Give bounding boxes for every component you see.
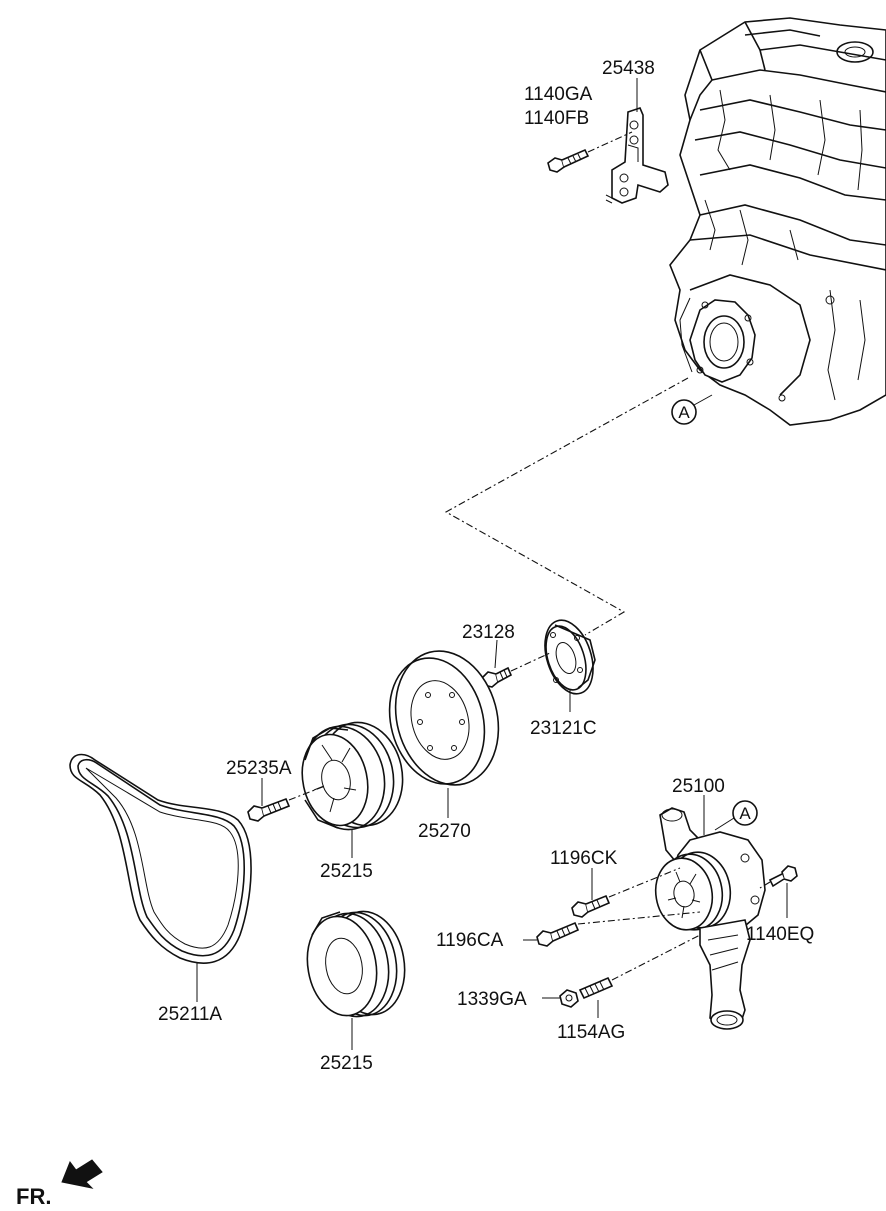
nut-1339GA [559,989,579,1008]
label-25215-upper: 25215 [320,861,373,882]
bolt-1196CA [536,921,580,947]
crank-hub-23121C [544,619,596,695]
front-label: FR. [16,1184,51,1209]
pulley-25215-lower [306,910,406,1018]
label-25235A: 25235A [226,758,292,779]
bolt-1140EQ [768,865,798,888]
bolt-1140EQ-line [759,881,771,889]
bracket-25438 [605,107,669,204]
stud-to-pump-line [611,934,701,981]
water-pump-25100 [654,807,766,1030]
bolt-1196CK-line [608,867,681,898]
drive-belt-25211A [69,753,252,964]
callout-a-pump-letter: A [739,804,751,823]
bolt-23128 [481,666,513,688]
front-direction-marker: FR. [16,1159,103,1209]
bolt-1196CA-line [577,911,701,925]
engine-to-hub-line [444,377,689,636]
bolt-1140GA [547,148,590,173]
label-25100: 25100 [672,776,725,797]
callout-a-pump: A [714,800,758,831]
callout-a-engine-letter: A [678,403,690,422]
leader-lines [196,78,788,1050]
bolt-to-hub-line [510,652,551,672]
label-25270: 25270 [418,821,471,842]
bolt-25235A [247,797,291,822]
label-1196CK: 1196CK [550,848,618,869]
label-23128: 23128 [462,622,515,643]
pulley-25215-upper [301,721,404,831]
bolt-to-bracket-line [587,131,633,153]
label-25438: 25438 [602,58,655,79]
bolt-1196CK [571,894,611,918]
stud-1154AG [578,976,614,1000]
label-25215-lower: 25215 [320,1053,373,1074]
front-arrow-icon [61,1159,103,1189]
label-25211A: 25211A [158,1004,222,1025]
bolt-to-pulley-line [288,785,326,801]
label-1140GA: 1140GA [524,84,593,105]
label-1140FB: 1140FB [524,108,589,129]
callout-a-engine: A [671,394,713,425]
label-1196CA: 1196CA [436,930,504,951]
label-1140EQ: 1140EQ [746,924,814,945]
damper-pulley-25270 [388,650,500,786]
label-1154AG: 1154AG [557,1022,625,1043]
label-23121C: 23121C [530,718,597,739]
label-1339GA: 1339GA [457,989,527,1010]
engine-block [669,17,886,426]
